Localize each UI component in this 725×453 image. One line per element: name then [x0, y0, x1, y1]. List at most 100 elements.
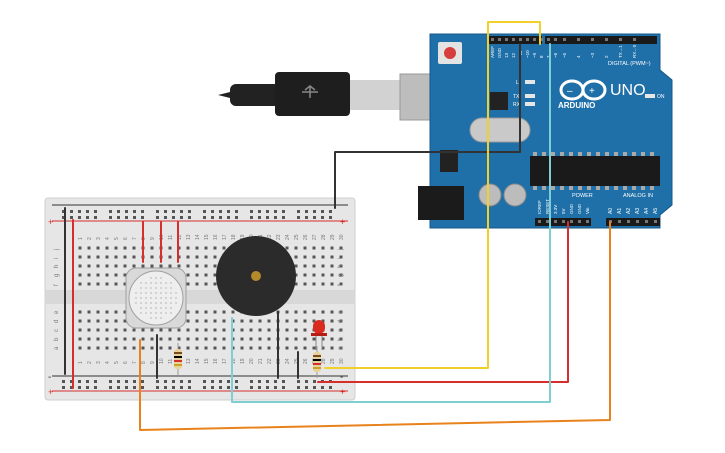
- rail-hole: [274, 380, 277, 383]
- mesh-dot: [165, 307, 167, 309]
- row-letter: d: [338, 320, 344, 323]
- rail-hole: [172, 380, 175, 383]
- breadboard-hole: [240, 337, 244, 341]
- rail-hole: [109, 216, 112, 219]
- breadboard-hole: [150, 346, 154, 350]
- column-number: 17: [222, 358, 228, 364]
- breadboard-hole: [222, 337, 226, 341]
- analog-header-text: ANALOG IN: [623, 193, 653, 199]
- rail-hole: [321, 210, 324, 213]
- rail-hole: [156, 210, 159, 213]
- column-number: 1: [78, 361, 84, 364]
- breadboard-hole: [123, 282, 127, 286]
- breadboard-hole: [114, 346, 118, 350]
- mesh-dot: [160, 287, 162, 289]
- breadboard-hole: [294, 282, 298, 286]
- breadboard-hole: [123, 264, 127, 268]
- breadboard-hole: [222, 310, 226, 314]
- breadboard-hole: [213, 255, 217, 259]
- power-pin-hole: [586, 220, 589, 223]
- label-tx: TX: [513, 94, 520, 100]
- rail-hole: [141, 386, 144, 389]
- analog-pin-hole: [645, 220, 648, 223]
- breadboard-hole: [186, 246, 190, 250]
- breadboard-hole: [168, 346, 172, 350]
- column-number: 14: [195, 234, 201, 240]
- mesh-dot: [155, 287, 157, 289]
- led-l: [525, 80, 535, 84]
- rail-hole: [258, 386, 261, 389]
- rail-hole: [86, 210, 89, 213]
- analog-pin-hole: [636, 220, 639, 223]
- row-letter: i: [338, 258, 344, 259]
- breadboard-hole: [114, 273, 118, 277]
- breadboard-hole: [78, 246, 82, 250]
- rail-hole: [203, 216, 206, 219]
- row-letter: d: [54, 320, 60, 323]
- column-number: 1: [78, 237, 84, 240]
- column-number: 19: [240, 358, 246, 364]
- analog-pin-label: A2: [626, 208, 632, 214]
- rail-hole: [305, 380, 308, 383]
- rail-hole: [227, 386, 230, 389]
- breadboard-hole: [330, 319, 334, 323]
- breadboard-hole: [105, 310, 109, 314]
- breadboard-hole: [249, 337, 253, 341]
- rail-hole: [250, 386, 253, 389]
- rail-hole: [109, 210, 112, 213]
- power-pin-label: GND: [569, 203, 574, 214]
- breadboard-hole: [339, 255, 343, 259]
- chip-pin: [542, 186, 546, 190]
- breadboard-hole: [141, 264, 145, 268]
- mesh-dot: [145, 282, 147, 284]
- breadboard-hole: [177, 264, 181, 268]
- rail-hole: [211, 210, 214, 213]
- rail-hole: [227, 216, 230, 219]
- mesh-dot: [165, 282, 167, 284]
- rail-hole: [258, 216, 261, 219]
- breadboard-hole: [78, 328, 82, 332]
- chip-pin: [569, 152, 573, 156]
- breadboard-hole: [249, 328, 253, 332]
- mesh-dot: [165, 292, 167, 294]
- capacitor: [503, 183, 527, 207]
- rail-hole: [266, 386, 269, 389]
- power-jack: [418, 186, 464, 220]
- mesh-dot: [165, 297, 167, 299]
- breadboard-hole: [339, 282, 343, 286]
- rail-hole: [282, 216, 285, 219]
- breadboard-hole: [186, 255, 190, 259]
- mesh-dot: [170, 282, 172, 284]
- breadboard-hole: [213, 273, 217, 277]
- rail-hole: [305, 210, 308, 213]
- column-number: 23: [276, 234, 282, 240]
- breadboard-hole: [114, 282, 118, 286]
- digital-pin-label: ~9: [532, 52, 537, 58]
- mesh-dot: [160, 302, 162, 304]
- column-number: 6: [123, 361, 129, 364]
- breadboard-hole: [78, 337, 82, 341]
- breadboard-hole: [186, 328, 190, 332]
- rail-hole: [282, 386, 285, 389]
- chip-pin: [533, 186, 537, 190]
- column-number: 5: [114, 237, 120, 240]
- chip-pin: [650, 186, 654, 190]
- breadboard-hole: [294, 246, 298, 250]
- rail-hole: [203, 210, 206, 213]
- rail-hole: [156, 216, 159, 219]
- row-letter: g: [338, 274, 344, 277]
- wire-black-gnd: [334, 43, 521, 209]
- column-number: 9: [150, 361, 156, 364]
- capacitor: [478, 183, 502, 207]
- breadboard-hole: [294, 337, 298, 341]
- breadboard-hole: [186, 273, 190, 277]
- rail-hole: [250, 380, 253, 383]
- usb-plug-housing: [275, 72, 350, 116]
- breadboard-hole: [285, 328, 289, 332]
- rail-hole: [329, 210, 332, 213]
- rail-hole: [203, 380, 206, 383]
- column-number: 28: [321, 358, 327, 364]
- rail-hole: [297, 216, 300, 219]
- breadboard-hole: [204, 264, 208, 268]
